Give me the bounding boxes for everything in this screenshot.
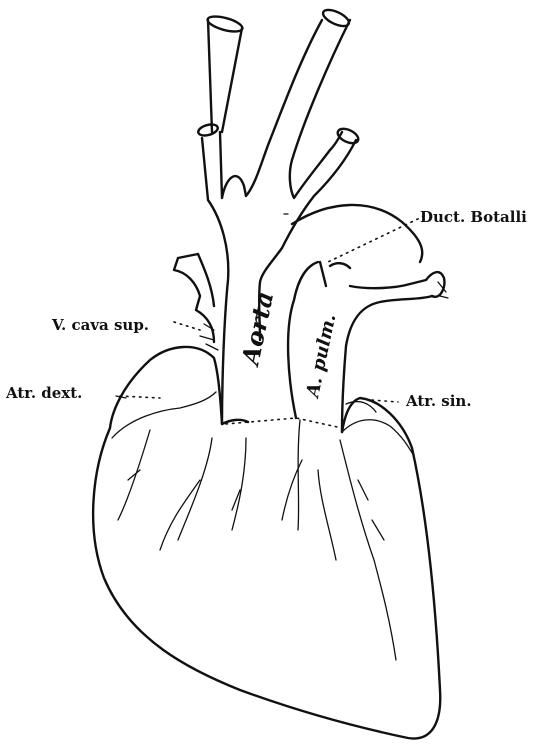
aorta-label: Aorta: [235, 289, 279, 369]
right-atrium: [112, 392, 216, 438]
v-cava-sup-label: V. cava sup.: [51, 316, 149, 334]
a-pulm-label: A. pulm.: [302, 312, 340, 401]
duct-botalli-label: Duct. Botalli: [420, 208, 527, 226]
left-atrium: [342, 420, 414, 456]
aorta-vessel: [202, 20, 356, 424]
heart-outline: [93, 347, 440, 739]
atr-sin-label: Atr. sin.: [405, 392, 472, 410]
atr-dext-label: Atr. dext.: [5, 384, 82, 402]
